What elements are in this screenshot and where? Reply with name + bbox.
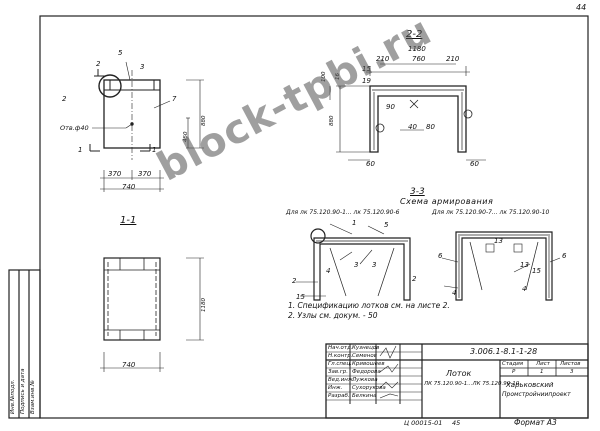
stamp-name: Федорова bbox=[352, 369, 381, 375]
stamp-role: Н.контр. bbox=[328, 353, 353, 359]
plan-mark-1b: 1 bbox=[152, 146, 157, 154]
note-2: 2. Узлы см. докум. - 50 bbox=[288, 311, 378, 320]
sec33-left-mark: 3 bbox=[372, 261, 377, 269]
stamp-org-1: Харьковский bbox=[506, 381, 554, 389]
sec11-dim-740: 740 bbox=[122, 361, 136, 369]
section-3-3-title: 3-3 bbox=[410, 187, 425, 197]
sec22-dim-210a: 210 bbox=[376, 55, 390, 63]
stamp-role: Вед.инж. bbox=[328, 377, 355, 383]
sec11-dim-1180: 1180 bbox=[201, 298, 207, 312]
stamp-role: Разраб. bbox=[328, 393, 350, 399]
stamp-val-sheet: 1 bbox=[540, 369, 544, 375]
sec33-right-mark: 4 bbox=[522, 285, 527, 293]
sheet-number: 44 bbox=[576, 3, 587, 12]
stamp-name: Белкина bbox=[352, 393, 377, 399]
stamp-name: Кузнецов bbox=[352, 345, 380, 351]
sec33-right-mark: 6 bbox=[562, 252, 567, 260]
plan-callout-5: 5 bbox=[118, 49, 123, 57]
variant-left-label: Для лк 75.120.90-1... лк 75.120.90-6 bbox=[286, 209, 400, 216]
sec22-dim-90: 90 bbox=[386, 103, 395, 111]
reinforcement-scheme-title: Схема армирования bbox=[400, 197, 494, 206]
sec22-dim-15: 15 bbox=[362, 65, 371, 73]
sec33-right-mark: 6 bbox=[438, 252, 443, 260]
sec33-right-mark: 13 bbox=[520, 261, 529, 269]
stamp-role: Инж. bbox=[328, 385, 343, 391]
plan-dim-740: 740 bbox=[122, 183, 136, 191]
sec33-right-mark: 4 bbox=[452, 289, 457, 297]
sec33-left-mark: 4 bbox=[326, 267, 331, 275]
stamp-role: Нач.отд. bbox=[328, 345, 353, 351]
plan-mark-top-left: 2 bbox=[96, 60, 101, 68]
note-1: 1. Спецификацию лотков см. на листе 2. bbox=[288, 301, 450, 310]
stamp-name: Кривошеев bbox=[352, 361, 385, 367]
stamp-col-stage: Стадия bbox=[502, 361, 524, 367]
sec22-dim-80: 80 bbox=[426, 123, 435, 131]
sec22-dim-40: 40 bbox=[408, 123, 417, 131]
sec33-left-mark: 2 bbox=[412, 275, 417, 283]
sec33-right-mark: 15 bbox=[532, 267, 541, 275]
stamp-org-2: Промстройниипроект bbox=[502, 391, 571, 398]
plan-dim-370a: 370 bbox=[108, 170, 122, 178]
stamp-col-sheets: Листов bbox=[560, 361, 581, 367]
stamp-role: Зав.гр. bbox=[328, 369, 349, 375]
plan-hole-label: Отв.ф40 bbox=[60, 124, 89, 132]
stamp-subtitle: ЛК 75.120.90-1...ЛК 75.120.90-10 bbox=[424, 381, 520, 387]
sheet-frame bbox=[39, 15, 589, 419]
footer-num: 45 bbox=[452, 419, 461, 427]
sec33-left-mark: 1 bbox=[352, 219, 357, 227]
variant-right-label: Для лк 75.120.90-7... лк 75.120.90-10 bbox=[432, 209, 550, 216]
format-label: Формат А3 bbox=[514, 418, 557, 427]
sec22-dim-19: 19 bbox=[362, 77, 371, 85]
left-strip-inv: Инв.№подл. bbox=[10, 379, 16, 414]
stamp-val-stage: Р bbox=[512, 369, 516, 375]
sec22-dim-60b: 60 bbox=[470, 160, 479, 168]
sec33-left-mark: 15 bbox=[296, 293, 305, 301]
sec22-dim-60a: 60 bbox=[366, 160, 375, 168]
sec33-left-mark: 2 bbox=[292, 277, 297, 285]
sec22-dim-210b: 210 bbox=[446, 55, 460, 63]
plan-mark-7: 7 bbox=[172, 95, 177, 103]
left-strip-sign: Подпись и дата bbox=[20, 368, 26, 414]
plan-mark-2: 2 bbox=[62, 95, 67, 103]
sec33-left-mark: 5 bbox=[384, 221, 389, 229]
sec22-dim-760: 760 bbox=[412, 55, 426, 63]
stamp-name: Лужкова bbox=[352, 377, 378, 383]
stamp-name: Сухорукова bbox=[352, 385, 386, 391]
stamp-val-sheets: 3 bbox=[570, 369, 574, 375]
left-strip-frame bbox=[8, 269, 41, 419]
footer-code: Ц 00015-01 bbox=[404, 419, 443, 427]
stamp-role: Гл.спец. bbox=[328, 361, 352, 367]
stamp-col-sheet: Лист bbox=[536, 361, 550, 367]
left-strip-replace: Взам.инв.№ bbox=[30, 380, 36, 414]
sec22-dim-880: 880 bbox=[329, 115, 335, 127]
section-1-1-title: 1-1 bbox=[120, 215, 137, 226]
plan-mark-1a: 1 bbox=[78, 146, 83, 154]
sec33-left-mark: 3 bbox=[354, 261, 359, 269]
stamp-name: Семенов bbox=[352, 353, 377, 359]
section-2-2-title: 2-2 bbox=[406, 29, 423, 40]
plan-mark-top-right: 3 bbox=[140, 63, 145, 71]
sec22-dim-1180: 1180 bbox=[408, 45, 426, 53]
plan-dim-370b: 370 bbox=[138, 170, 152, 178]
stamp-doc-code: 3.006.1-8.1-1-28 bbox=[470, 347, 538, 356]
sec33-right-mark: 13 bbox=[494, 237, 503, 245]
stamp-title: Лоток bbox=[446, 369, 472, 378]
